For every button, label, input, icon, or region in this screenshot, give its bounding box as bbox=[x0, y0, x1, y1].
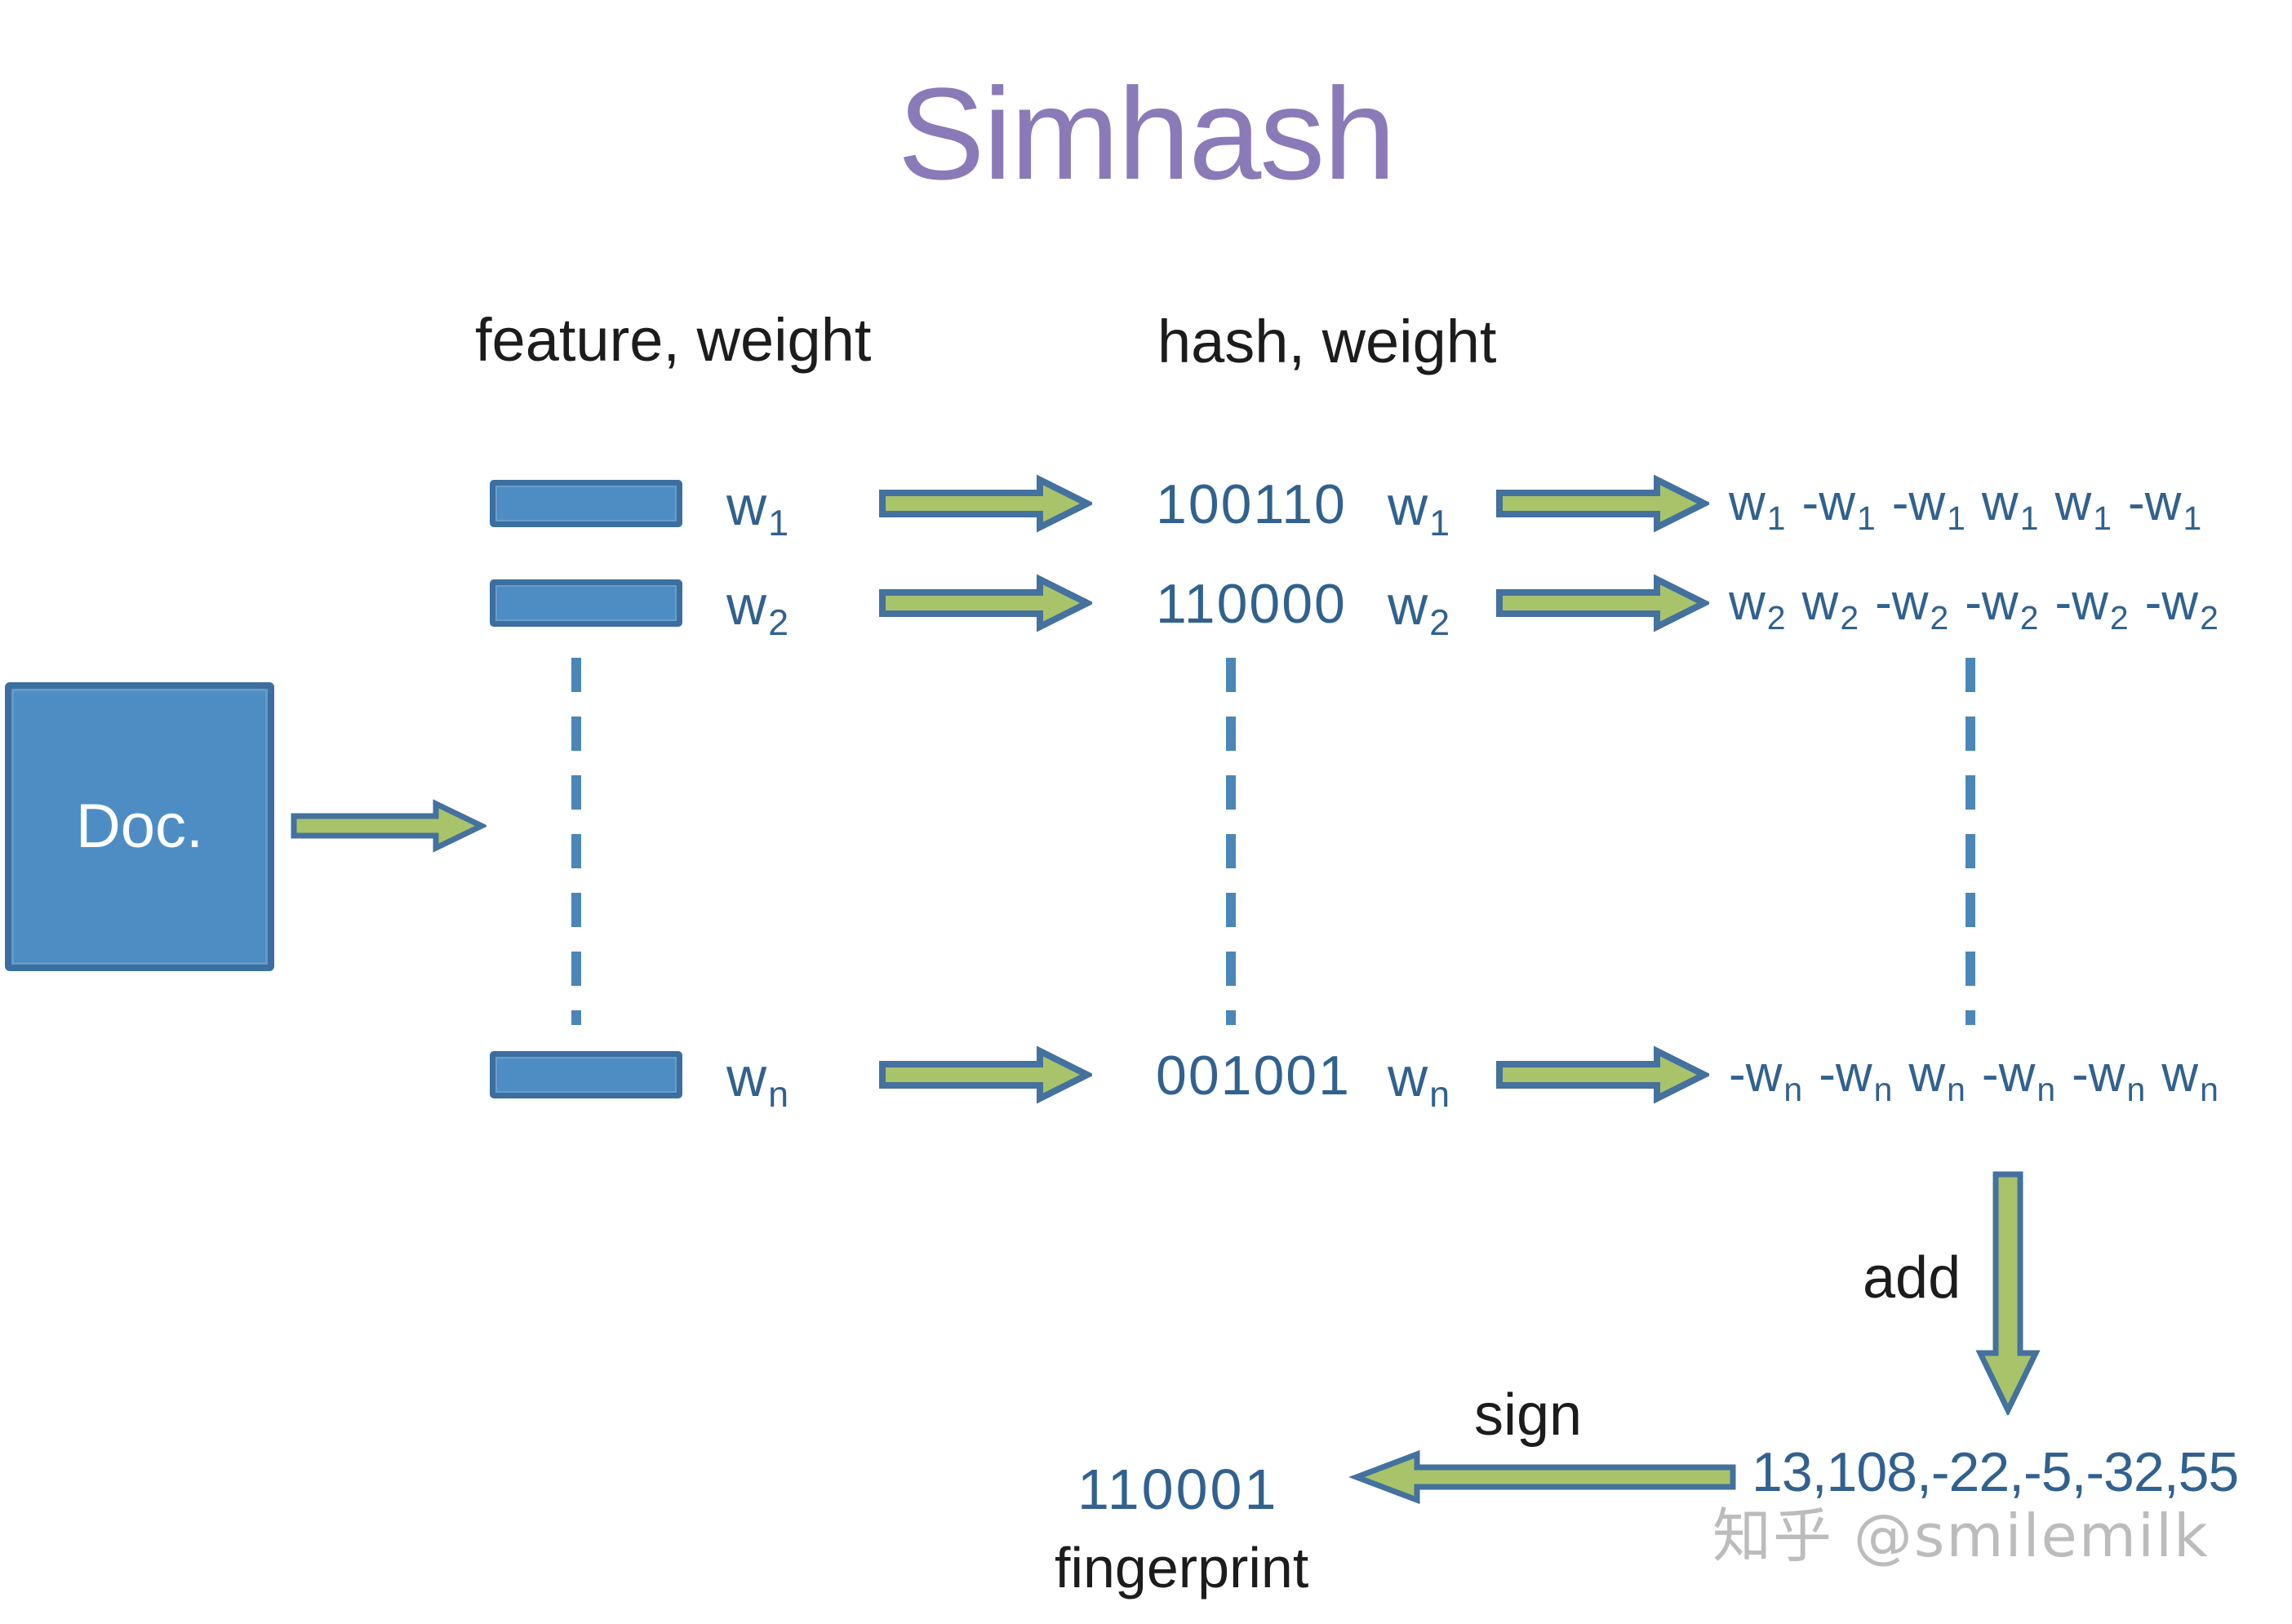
add-down-arrow-icon bbox=[1975, 1171, 2041, 1415]
subscript: 2 bbox=[1766, 599, 1786, 637]
subscript: n bbox=[1429, 1073, 1450, 1116]
sign-operation-label: sign bbox=[1474, 1382, 1583, 1448]
signed-weight-term: -w1 bbox=[1891, 475, 1966, 538]
sign-left-arrow-icon bbox=[1348, 1449, 1736, 1505]
hash-weight-label: w2 bbox=[1388, 575, 1450, 644]
signed-weight-term: -wn bbox=[2072, 1046, 2146, 1109]
subscript: 1 bbox=[2093, 499, 2112, 538]
signed-weight-term: -wn bbox=[1729, 1046, 1803, 1109]
subscript: 2 bbox=[1840, 599, 1859, 637]
subscript: n bbox=[1783, 1071, 1803, 1109]
feature-weight-label: w2 bbox=[726, 575, 789, 644]
subscript: 1 bbox=[2019, 499, 2039, 538]
subscript: 1 bbox=[1766, 499, 1786, 538]
signed-weight-term: -w2 bbox=[1875, 575, 1949, 637]
hash-weight-label: wn bbox=[1388, 1046, 1450, 1116]
vertical-ellipsis-dashes bbox=[1966, 658, 1975, 1025]
feature-bar bbox=[490, 1051, 682, 1098]
doc-to-features-arrow-icon bbox=[291, 799, 486, 853]
signed-weight-term: wn bbox=[1908, 1046, 1966, 1109]
hash-to-weights-arrow-icon bbox=[1496, 574, 1709, 632]
feature-weight-label: w1 bbox=[726, 475, 789, 544]
subscript: n bbox=[2126, 1071, 2146, 1109]
feature-to-hash-arrow-icon bbox=[879, 574, 1092, 632]
signed-weight-term: w1 bbox=[1981, 475, 2039, 538]
subscript: 2 bbox=[2200, 599, 2219, 637]
signed-weight-term: w1 bbox=[2054, 475, 2112, 538]
vertical-ellipsis-dashes bbox=[571, 658, 581, 1025]
subscript: 2 bbox=[1930, 599, 1949, 637]
subscript: n bbox=[1873, 1071, 1893, 1109]
subscript: 1 bbox=[1947, 499, 1966, 538]
hash-to-weights-arrow-icon bbox=[1496, 474, 1709, 533]
signed-weight-term: -w1 bbox=[2128, 475, 2202, 538]
signed-weight-term: w1 bbox=[1729, 475, 1786, 538]
feature-bar bbox=[490, 579, 682, 627]
subscript: 2 bbox=[2109, 599, 2129, 637]
subscript: n bbox=[2037, 1071, 2056, 1109]
fingerprint-value: 110001 bbox=[1077, 1458, 1279, 1521]
doc-node: Doc. bbox=[5, 682, 274, 971]
vertical-ellipsis-dashes bbox=[1226, 658, 1236, 1025]
subscript: 1 bbox=[1856, 499, 1876, 538]
signed-weight-term: -wn bbox=[1981, 1046, 2056, 1109]
page-title: Simhash bbox=[897, 60, 1396, 206]
feature-to-hash-arrow-icon bbox=[879, 1045, 1092, 1104]
hash-value: 001001 bbox=[1156, 1045, 1351, 1107]
signed-weight-term: -wn bbox=[1819, 1046, 1893, 1109]
summed-weight-vector: 13,108,-22,-5,-32,55 bbox=[1752, 1441, 2239, 1503]
subscript: n bbox=[768, 1073, 789, 1116]
subscript: 2 bbox=[768, 601, 789, 644]
feature-weight-column-header: feature, weight bbox=[475, 306, 872, 374]
signed-weight-term: -w2 bbox=[1965, 575, 2039, 637]
signed-weight-term: wn bbox=[2161, 1046, 2219, 1109]
subscript: 2 bbox=[2019, 599, 2039, 637]
add-operation-label: add bbox=[1863, 1245, 1961, 1311]
hash-value: 110000 bbox=[1156, 573, 1347, 635]
doc-label: Doc. bbox=[75, 792, 204, 861]
feature-bar bbox=[490, 480, 682, 527]
subscript: 2 bbox=[1429, 601, 1450, 644]
watermark: 知乎 @smilemilk bbox=[1712, 1502, 2210, 1570]
subscript: n bbox=[1947, 1071, 1966, 1109]
signed-weight-term: w2 bbox=[1729, 575, 1786, 637]
hash-to-weights-arrow-icon bbox=[1496, 1045, 1709, 1104]
subscript: 1 bbox=[768, 502, 789, 544]
subscript: 1 bbox=[1429, 502, 1450, 544]
signed-weight-term: w2 bbox=[1801, 575, 1859, 637]
signed-weight-term: -w2 bbox=[2054, 575, 2129, 637]
feature-weight-label: wn bbox=[726, 1046, 789, 1116]
signed-weight-term: -w1 bbox=[1801, 475, 1876, 538]
signed-weight-term: -w2 bbox=[2144, 575, 2219, 637]
hash-value: 100110 bbox=[1156, 473, 1347, 535]
hash-weight-column-header: hash, weight bbox=[1157, 308, 1497, 375]
hash-weight-label: w1 bbox=[1388, 475, 1450, 544]
feature-to-hash-arrow-icon bbox=[879, 474, 1092, 533]
subscript: n bbox=[2200, 1071, 2219, 1109]
fingerprint-label: fingerprint bbox=[1055, 1536, 1309, 1600]
subscript: 1 bbox=[2183, 499, 2202, 538]
